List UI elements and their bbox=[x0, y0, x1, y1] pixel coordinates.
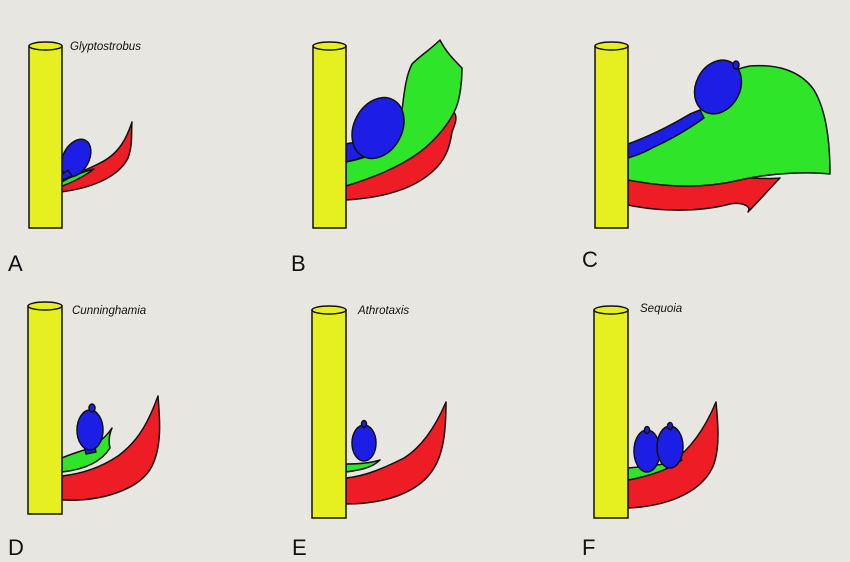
genus-label: Athrotaxis bbox=[357, 305, 409, 317]
ovule bbox=[693, 59, 743, 115]
panel-letter: B bbox=[291, 251, 306, 276]
axis-stem bbox=[28, 45, 63, 229]
axis-stem bbox=[312, 45, 347, 229]
ovule-tip bbox=[732, 60, 740, 70]
axis-stem-top bbox=[593, 305, 629, 315]
axis-stem bbox=[311, 309, 347, 519]
ovule bbox=[351, 424, 377, 462]
ovuliferous-scale bbox=[345, 459, 381, 473]
panel-c: C bbox=[582, 41, 831, 272]
panel-a: A Glyptostrobus bbox=[8, 41, 141, 276]
panel-letter: D bbox=[8, 535, 24, 560]
bract bbox=[61, 395, 161, 501]
ovule bbox=[656, 425, 684, 469]
genus-label: Glyptostrobus bbox=[70, 41, 141, 53]
ovule-tip bbox=[666, 421, 674, 431]
panel-letter: E bbox=[292, 535, 307, 560]
genus-label: Sequoia bbox=[640, 303, 682, 315]
axis-stem-top bbox=[311, 305, 347, 315]
genus-label: Cunninghamia bbox=[72, 305, 146, 317]
panel-letter: F bbox=[582, 535, 595, 560]
panel-b: B bbox=[291, 39, 463, 276]
panel-e: E Athrotaxis bbox=[292, 305, 447, 560]
axis-stem bbox=[594, 45, 629, 229]
ovule bbox=[633, 429, 661, 473]
panel-letter: C bbox=[582, 247, 598, 272]
axis-stem-top bbox=[27, 301, 63, 311]
ovule-tip bbox=[88, 403, 96, 413]
ovule-tip bbox=[643, 425, 651, 435]
panel-letter: A bbox=[8, 251, 23, 276]
ovuliferous-scale bbox=[59, 168, 95, 188]
axis-stem bbox=[27, 305, 63, 515]
ovule bbox=[351, 96, 405, 160]
panel-d: D Cunninghamia bbox=[8, 301, 161, 560]
axis-stem-top bbox=[28, 41, 63, 51]
ovule bbox=[76, 409, 104, 451]
bract bbox=[345, 401, 447, 505]
panel-f: F Sequoia bbox=[582, 303, 719, 560]
axis-stem-top bbox=[312, 41, 347, 51]
ovule-tip bbox=[360, 419, 368, 429]
axis-stem bbox=[593, 309, 629, 519]
axis-stem-top bbox=[594, 41, 629, 51]
ovule-stalk bbox=[627, 109, 705, 159]
